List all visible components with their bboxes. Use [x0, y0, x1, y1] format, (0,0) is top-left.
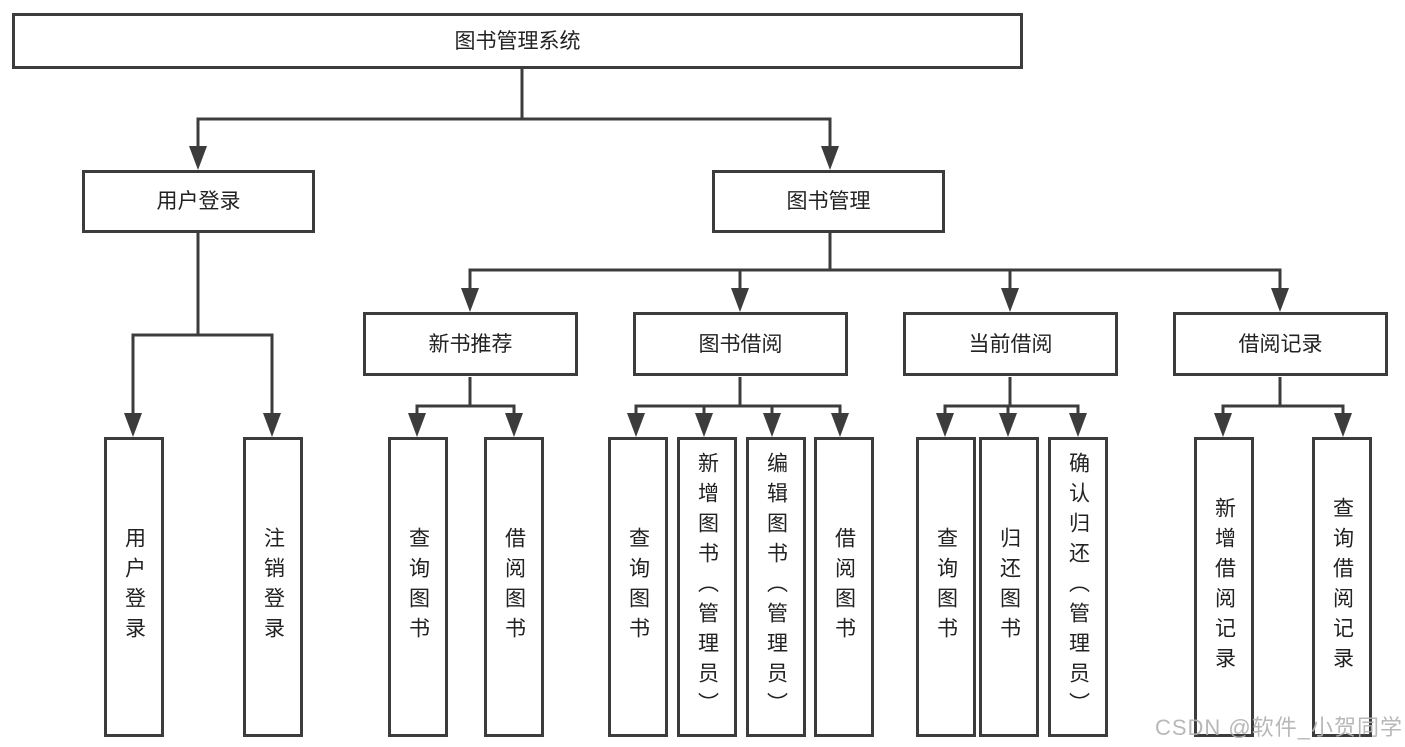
node-library-management-system: 图书管理系统	[12, 13, 1023, 69]
leaf-return-books: 归还图书	[979, 437, 1039, 737]
leaf-query-books-new-book: 查询图书	[388, 437, 448, 737]
leaf-user-login: 用户登录	[104, 437, 164, 737]
leaf-borrow-books-borrowing: 借阅图书	[814, 437, 874, 737]
leaf-borrow-books-new-book: 借阅图书	[484, 437, 544, 737]
leaf-add-book-admin: 新增图书（管理员）	[677, 437, 737, 737]
node-current-borrowing: 当前借阅	[903, 312, 1118, 376]
node-new-book-recommendation: 新书推荐	[363, 312, 578, 376]
node-book-borrowing: 图书借阅	[633, 312, 848, 376]
leaf-query-books-borrowing: 查询图书	[608, 437, 668, 737]
csdn-watermark: CSDN @软件_小贺同学	[1154, 715, 1403, 740]
node-user-login: 用户登录	[82, 170, 315, 233]
leaf-edit-book-admin: 编辑图书（管理员）	[746, 437, 806, 737]
leaf-add-borrow-record: 新增借阅记录	[1194, 437, 1254, 737]
leaf-query-borrow-record: 查询借阅记录	[1312, 437, 1372, 737]
leaf-query-books-current: 查询图书	[916, 437, 976, 737]
leaf-confirm-return-admin: 确认归还（管理员）	[1048, 437, 1108, 737]
node-book-management: 图书管理	[712, 170, 945, 233]
node-borrowing-records: 借阅记录	[1173, 312, 1388, 376]
leaf-logout: 注销登录	[243, 437, 303, 737]
